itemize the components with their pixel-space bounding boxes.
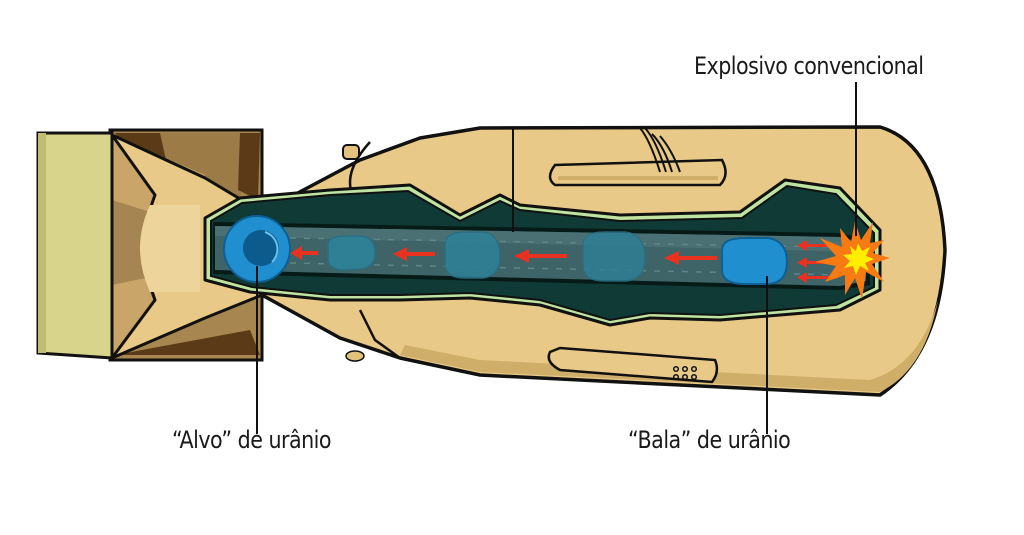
bullet-trail <box>327 231 646 282</box>
arrow-left-icon <box>664 251 717 265</box>
arrow-left-icon <box>393 247 435 261</box>
vent-holes-icon <box>672 365 698 381</box>
uranium-target <box>223 215 291 283</box>
arrow-left-icon <box>290 246 318 260</box>
label-uranium-bullet: “Bala” de urânio <box>628 426 791 454</box>
wires-icon <box>639 127 681 173</box>
arrow-left-icon <box>514 249 567 263</box>
label-uranium-target: “Alvo” de urânio <box>172 426 332 454</box>
arrow-left-icon <box>797 240 837 251</box>
leader-lines <box>256 82 857 434</box>
uranium-bullet <box>721 237 789 285</box>
explosion-icon <box>815 221 890 299</box>
label-conventional-explosive: Explosivo convencional <box>694 52 924 80</box>
arrow-left-icon <box>797 272 837 283</box>
